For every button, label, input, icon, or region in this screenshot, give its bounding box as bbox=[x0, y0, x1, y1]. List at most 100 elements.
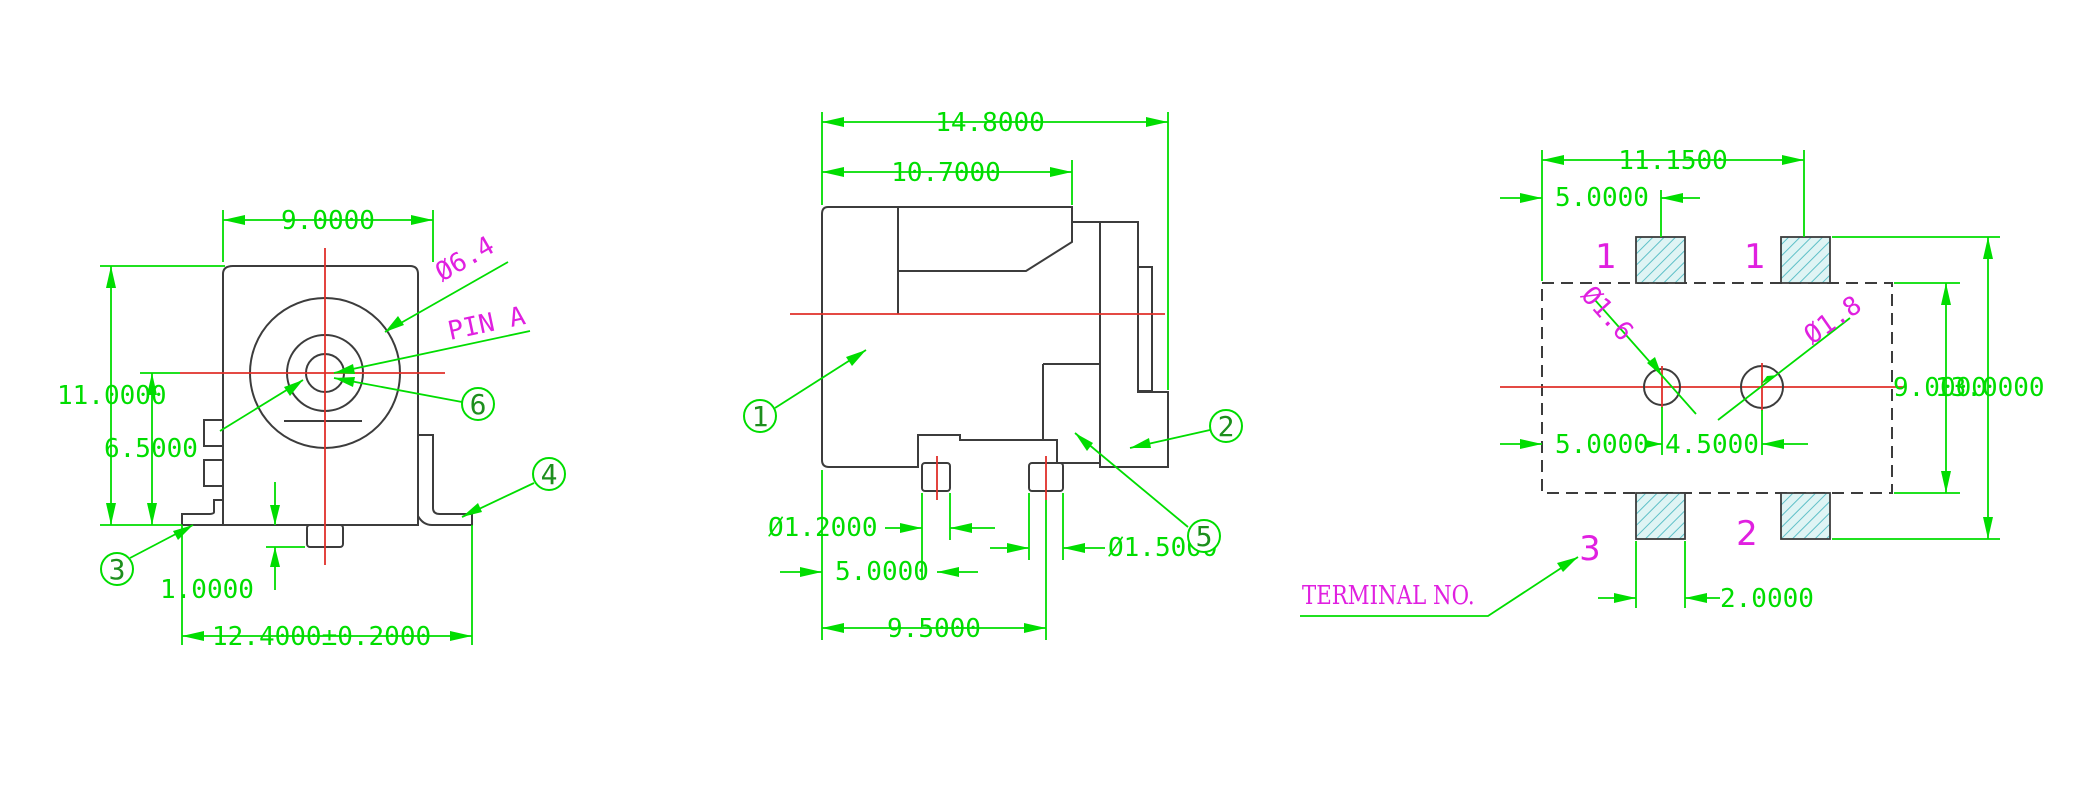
pad-2 bbox=[1780, 492, 1831, 540]
front-width-arrow-left bbox=[223, 215, 245, 225]
fp-width-arrow-left bbox=[1542, 155, 1564, 165]
hole-2-note: Ø1.8 bbox=[1799, 290, 1868, 350]
balloon-4-arrow bbox=[462, 503, 482, 517]
balloon-2-arrow bbox=[1130, 438, 1151, 448]
pin-pos-arrow-right bbox=[1024, 623, 1046, 633]
fp-hole-spacing-arrow-right bbox=[1762, 439, 1784, 449]
pin2-dia-arrow-left bbox=[1007, 543, 1029, 553]
front-pin-dim: 1.0000 bbox=[160, 575, 254, 605]
front-overall-arrow-right bbox=[450, 631, 472, 641]
front-body-outline bbox=[222, 265, 419, 526]
front-width-dim: 9.0000 bbox=[281, 206, 375, 236]
fp-hole-offset-arrow-right bbox=[1646, 440, 1662, 448]
fp-pad-offset-arrow-right bbox=[1661, 193, 1683, 203]
balloon-1-label: 1 bbox=[752, 400, 769, 433]
fp-inner-height-dim: 9.0000 bbox=[1893, 373, 1987, 403]
pin-a-leader bbox=[333, 330, 531, 374]
terminal-label: TERMINAL NO. bbox=[1302, 580, 1475, 611]
front-center-height-arrow-bottom bbox=[147, 503, 157, 525]
front-overall-width-dim: 12.4000±0.2000 bbox=[212, 622, 431, 652]
fp-pad-offset-arrow-left bbox=[1520, 193, 1542, 203]
pad-label-1-left: 1 bbox=[1595, 237, 1617, 277]
front-right-lug bbox=[417, 434, 473, 526]
side-overall-arrow-left bbox=[822, 117, 844, 127]
footprint-outline bbox=[1541, 282, 1893, 494]
pad-label-1-right: 1 bbox=[1744, 237, 1766, 277]
fp-pad-offset-dim: 5.0000 bbox=[1555, 183, 1649, 213]
balloon-6-leader bbox=[333, 377, 463, 403]
front-pin-arrow-up bbox=[270, 547, 280, 567]
pin-gap-arrow-right bbox=[937, 567, 959, 577]
pad-1-left bbox=[1635, 236, 1686, 284]
pin-gap-dim: 5.0000 bbox=[835, 557, 929, 587]
hole-note: Ø6.4 bbox=[431, 231, 500, 288]
front-height-arrow-top bbox=[106, 266, 116, 288]
side-body-length-dim: 10.7000 bbox=[891, 158, 1001, 188]
front-overall-arrow-left bbox=[182, 631, 204, 641]
balloon-5-circle bbox=[1187, 519, 1221, 553]
side-overall-arrow-right bbox=[1146, 117, 1168, 127]
pin2-dia-arrow-right bbox=[1063, 543, 1085, 553]
fp-width-dim: 11.1500 bbox=[1618, 146, 1728, 176]
front-center-height-dim: 6.5000 bbox=[104, 434, 198, 464]
front-left-tab-lower bbox=[203, 459, 224, 487]
pin1-dia-dim: Ø1.2000 bbox=[768, 513, 878, 543]
balloon-4-circle bbox=[532, 457, 566, 491]
fp-inner-height-arrow-top bbox=[1941, 283, 1951, 305]
footprint-view: 1 1 3 2 11.1500 5.0000 Ø1.6 Ø1.8 5.000 bbox=[1300, 146, 2045, 617]
side-lower-bracket bbox=[1042, 363, 1101, 463]
front-height-arrow-bottom bbox=[106, 503, 116, 525]
balloon-5-label: 5 bbox=[1196, 520, 1213, 553]
side-body-arrow-left bbox=[822, 167, 844, 177]
pad-1-right bbox=[1780, 236, 1831, 284]
terminal-leader bbox=[1300, 556, 1579, 617]
balloon-2-circle bbox=[1209, 409, 1243, 443]
front-left-tab-upper bbox=[203, 419, 224, 447]
front-pin-arrow-down bbox=[270, 505, 280, 525]
balloon-6-circle bbox=[461, 387, 495, 421]
fp-hole-spacing-dim: 4.5000 bbox=[1665, 430, 1759, 460]
balloon-6-label: 6 bbox=[470, 388, 487, 421]
front-view: 9.0000 11.0000 6.5000 1.0000 12.4000±0.2… bbox=[57, 206, 566, 652]
hole-1-note: Ø1.6 bbox=[1575, 281, 1639, 348]
balloon-5-arrow bbox=[1075, 433, 1093, 451]
balloon-5-leader bbox=[1074, 432, 1189, 528]
fp-hole-offset-dim: 5.0000 bbox=[1555, 430, 1649, 460]
balloon-3-label: 3 bbox=[109, 553, 126, 586]
side-pin-1 bbox=[921, 462, 951, 492]
hole-1-leader bbox=[1594, 299, 1697, 415]
balloon-1-arrow bbox=[846, 350, 866, 366]
front-center-height-arrow-top bbox=[147, 373, 157, 395]
fp-width-arrow-right bbox=[1782, 155, 1804, 165]
fp-pad-width-arrow-right bbox=[1685, 593, 1707, 603]
balloon-2-label: 2 bbox=[1218, 410, 1235, 443]
hole-note-arrow bbox=[385, 316, 404, 332]
fp-outer-height-arrow-top bbox=[1983, 237, 1993, 259]
pin-a-arrow bbox=[334, 364, 355, 374]
pin-gap-arrow-left bbox=[800, 567, 822, 577]
hole-2-leader bbox=[1717, 317, 1851, 421]
balloon-3-circle bbox=[100, 552, 134, 586]
side-overall-length-dim: 14.8000 bbox=[935, 108, 1045, 138]
fp-pad-width-arrow-left bbox=[1614, 593, 1636, 603]
pin-pos-dim: 9.5000 bbox=[887, 614, 981, 644]
pad-label-3: 3 bbox=[1579, 529, 1601, 569]
side-view: 14.8000 10.7000 Ø1.2000 Ø1.5000 5.0000 bbox=[743, 108, 1243, 644]
pin1-dia-arrow-right bbox=[950, 523, 972, 533]
hole-2-arrow bbox=[1761, 375, 1778, 384]
side-upper-cutout bbox=[898, 207, 1073, 272]
pad-label-2: 2 bbox=[1736, 514, 1758, 554]
terminal-leader-arrow bbox=[1557, 557, 1578, 572]
front-left-lug bbox=[181, 499, 223, 526]
hole-note-leader bbox=[384, 261, 509, 333]
balloon-1-circle bbox=[743, 399, 777, 433]
fp-outer-height-arrow-bottom bbox=[1983, 517, 1993, 539]
hole-1-arrow bbox=[1647, 357, 1662, 376]
side-body-outline bbox=[821, 206, 1169, 468]
fp-inner-height-arrow-bottom bbox=[1941, 471, 1951, 493]
front-width-arrow-right bbox=[411, 215, 433, 225]
side-body-arrow-right bbox=[1050, 167, 1072, 177]
fp-pad-width-dim: 2.0000 bbox=[1720, 584, 1814, 614]
pad-3 bbox=[1635, 492, 1686, 540]
